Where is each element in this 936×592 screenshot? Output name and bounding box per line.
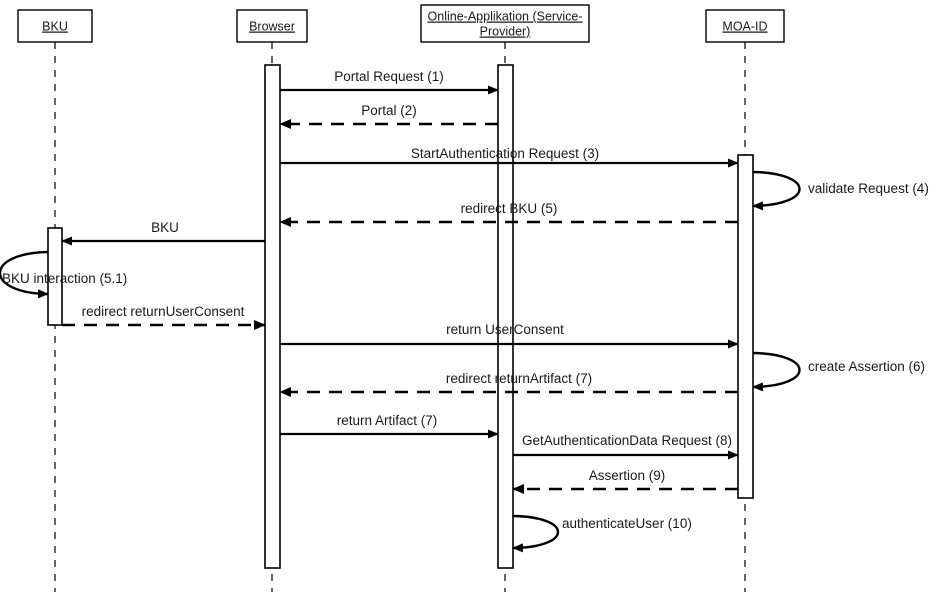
self-loop-arrow (512, 514, 559, 553)
message-label: redirect BKU (5) (461, 201, 558, 216)
message-label: Portal Request (1) (334, 69, 444, 84)
message-m6[interactable]: create Assertion (6) (752, 351, 925, 392)
message-label: redirect returnArtifact (7) (446, 371, 592, 386)
message-m8[interactable]: GetAuthenticationData Request (8) (513, 433, 739, 460)
message-label: redirect returnUserConsent (82, 304, 245, 319)
activation-bar-moaid[interactable] (737, 154, 754, 499)
message-m3[interactable]: StartAuthentication Request (3) (280, 146, 739, 168)
message-m10[interactable]: authenticateUser (10) (512, 514, 692, 553)
message-label: create Assertion (6) (808, 359, 925, 374)
message-m51[interactable]: BKU interaction (5.1) (0, 250, 127, 299)
message-label: BKU interaction (5.1) (2, 271, 127, 286)
activation-bar-bku[interactable] (47, 227, 63, 326)
message-label: validate Request (4) (808, 181, 929, 196)
participant-label-bku: BKU (42, 20, 68, 34)
participant-label-browser: Browser (249, 20, 295, 34)
message-m7b[interactable]: return Artifact (7) (280, 413, 499, 439)
message-m6b[interactable]: return UserConsent (280, 322, 739, 349)
participant-box-oa (420, 4, 590, 43)
message-label: Assertion (9) (589, 468, 666, 483)
message-m4[interactable]: validate Request (4) (752, 170, 929, 211)
participant-label-oa: Online-Applikation (Service- (428, 10, 583, 24)
participant-headers-layer: BKU Browser Online-Applikation (Service-Pr… (17, 4, 785, 43)
message-m2[interactable]: Portal (2) (279, 103, 498, 129)
message-label: authenticateUser (10) (562, 516, 692, 531)
self-loop-arrow (752, 170, 801, 211)
message-label: StartAuthentication Request (3) (411, 146, 599, 161)
message-label: Portal (2) (361, 103, 417, 118)
messages-layer: Portal Request (1) Portal (2) StartAuthent… (0, 69, 929, 553)
message-m1[interactable]: Portal Request (1) (280, 69, 499, 95)
message-label: BKU (151, 220, 179, 235)
participant-box-moaid (705, 9, 785, 43)
self-loop-arrow (0, 250, 49, 299)
activations-layer (47, 64, 754, 569)
message-label: return UserConsent (446, 322, 564, 337)
activation-bar-oa[interactable] (497, 64, 514, 569)
participant-header-moaid[interactable]: MOA-ID (705, 9, 785, 43)
message-m5b[interactable]: BKU (61, 220, 265, 246)
participant-header-bku[interactable]: BKU (17, 9, 93, 43)
message-label: GetAuthenticationData Request (8) (522, 433, 732, 448)
participant-box-bku (17, 9, 93, 43)
participant-header-oa[interactable]: Online-Applikation (Service-Provider) (420, 4, 590, 43)
participant-label-oa: Provider) (480, 25, 531, 39)
message-label: return Artifact (7) (337, 413, 438, 428)
participant-box-browser (236, 9, 308, 43)
message-m7a[interactable]: redirect returnArtifact (7) (279, 371, 738, 397)
participant-label-moaid: MOA-ID (722, 20, 767, 34)
message-m5[interactable]: redirect BKU (5) (279, 201, 738, 227)
activation-bar-browser[interactable] (264, 64, 281, 569)
message-m6a[interactable]: redirect returnUserConsent (62, 304, 266, 330)
message-m9[interactable]: Assertion (9) (512, 468, 738, 494)
participant-header-browser[interactable]: Browser (236, 9, 308, 43)
self-loop-arrow (752, 351, 801, 392)
